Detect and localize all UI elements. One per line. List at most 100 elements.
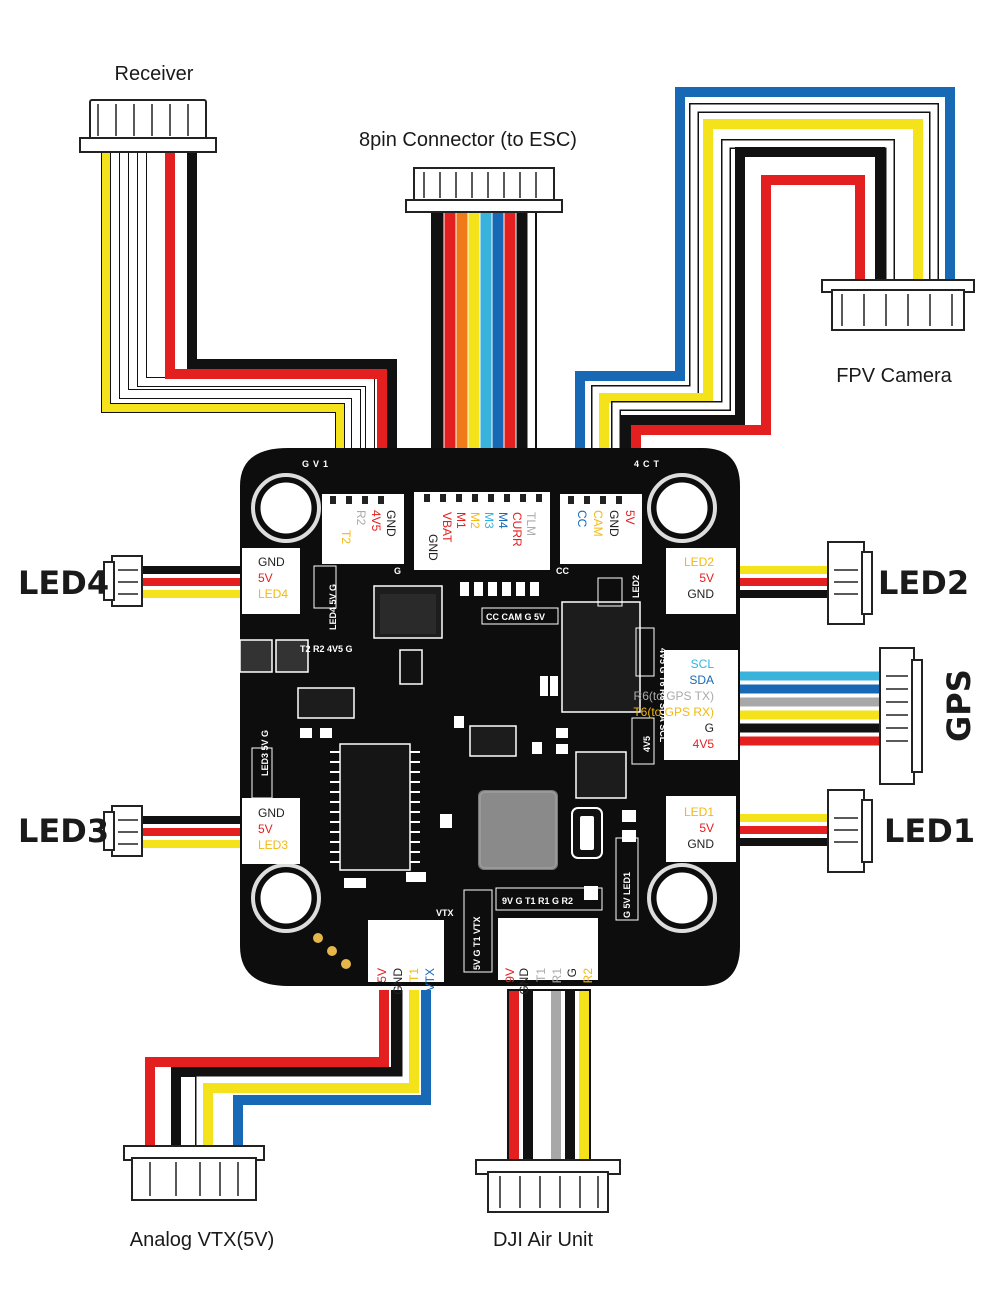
pin-vtx-vtx: VTX (423, 968, 437, 991)
dji-air-unit-label: DJI Air Unit (493, 1229, 593, 1251)
led3-plug (103, 805, 143, 857)
pin-esc-m2: M2 (468, 512, 482, 529)
esc-header (414, 492, 550, 570)
dji-wires (507, 989, 591, 1163)
silk-dji-top: 9V G T1 R1 G R2 (502, 896, 573, 906)
corner-label-tl: GV1 (302, 459, 332, 469)
esc-connector-label: 8pin Connector (to ESC) (359, 129, 577, 151)
dji-plug (475, 1159, 621, 1213)
pin-led2-gnd: GND (687, 587, 714, 601)
vtx-wires (145, 990, 431, 1150)
pin-receiver-gnd: GND (384, 510, 398, 537)
pin-led1-gnd: GND (687, 837, 714, 851)
pin-esc-m3: M3 (482, 512, 496, 529)
gps-plug (879, 647, 923, 785)
led2-label: LED2 (878, 564, 969, 602)
gps-pin-labels: SCL SDA R6(to GPS TX) T6(to GPS RX) G 4V… (633, 657, 714, 751)
flight-controller-board: GV1 4CT (239, 448, 740, 995)
onboard-connectors (242, 492, 738, 982)
wires (101, 87, 955, 1163)
pin-camera-cam: CAM (591, 510, 605, 537)
pin-led1-5v: 5V (699, 821, 714, 835)
receiver-plug (79, 99, 217, 153)
led4-wires (140, 566, 240, 598)
pin-gps-scl: SCL (691, 657, 715, 671)
pin-camera-cc: CC (575, 510, 589, 528)
receiver-wires (101, 150, 397, 490)
led1-pin-labels: LED1 5V GND (684, 805, 714, 851)
pin-gps-sda: SDA (689, 673, 714, 687)
pin-gps-g: G (705, 721, 714, 735)
analog-vtx-label: Analog VTX(5V) (130, 1229, 275, 1251)
dji-pin-labels: 9V GND T1 R1 G R2 (503, 968, 595, 995)
camera-header (560, 494, 642, 564)
esc-wires (431, 209, 537, 489)
silk-g-tag: G (394, 566, 401, 576)
components (239, 565, 655, 973)
pin-led4-gnd: GND (258, 555, 285, 569)
pin-vtx-t1: T1 (407, 968, 421, 982)
pin-led4-5v: 5V (258, 571, 273, 585)
pin-dji-r1: R1 (550, 968, 564, 984)
pin-led4-led4: LED4 (258, 587, 288, 601)
esc-pin-labels: GND VBAT M1 M2 M3 M4 CURR TLM (426, 512, 538, 561)
pin-led3-gnd: GND (258, 806, 285, 820)
vtx-header (368, 920, 444, 982)
vtx-plug (123, 1145, 265, 1201)
mount-hole-tl (257, 479, 315, 537)
mount-hole-tr (653, 479, 711, 537)
pin-led3-led3: LED3 (258, 838, 288, 852)
silk-cam-bottom: CC CAM G 5V (486, 612, 545, 622)
pin-esc-vbat: VBAT (440, 512, 454, 543)
led4-pin-labels: GND 5V LED4 (258, 555, 288, 601)
vtx-pin-labels: 5V GND T1 VTX (375, 968, 437, 995)
receiver-header (322, 494, 404, 564)
led3-wires (140, 816, 240, 848)
led4-header (242, 548, 300, 614)
silk-rx-bottom: T2 R2 4V5 G (300, 644, 353, 654)
led3-label: LED3 (18, 812, 109, 850)
silk-cc-tag: CC (556, 566, 569, 576)
receiver-pin-labels: T2 R2 4V5 GND (339, 510, 398, 544)
pin-dji-r2: R2 (581, 968, 595, 984)
pin-gps-4v5: 4V5 (693, 737, 715, 751)
pin-vtx-gnd: GND (391, 968, 405, 995)
silk-led4-side: LED4 5V G (328, 584, 338, 630)
led2-header (666, 548, 736, 614)
led4-plug (103, 555, 143, 607)
mount-hole-br (653, 869, 711, 927)
camera-pin-labels: CC CAM GND 5V (575, 510, 637, 537)
pin-gps-r6: R6(to GPS TX) (634, 689, 714, 703)
mount-hole-bl (257, 869, 315, 927)
led1-label: LED1 (884, 812, 975, 850)
mount-holes (257, 479, 711, 927)
pin-camera-gnd: GND (607, 510, 621, 537)
pin-esc-gnd: GND (426, 534, 440, 561)
silk-gps-side: 4V5 G T6 R6 SDA SCL (658, 648, 668, 743)
pin-receiver-t2: T2 (339, 530, 353, 544)
led3-pin-labels: GND 5V LED3 (258, 806, 288, 852)
silk-led2-side: LED2 (631, 575, 641, 598)
pin-led2-led2: LED2 (684, 555, 714, 569)
pin-receiver-r2: R2 (354, 510, 368, 526)
led1-header (666, 796, 736, 862)
pin-dji-t1: T1 (534, 968, 548, 982)
gps-label: GPS (940, 669, 978, 742)
pin-esc-tlm: TLM (524, 512, 538, 536)
pin-dji-g: G (565, 968, 579, 977)
led3-header (242, 798, 300, 864)
pin-dji-gnd: GND (517, 968, 531, 995)
camera-wires (575, 87, 955, 490)
pin-esc-m1: M1 (454, 512, 468, 529)
led2-pin-labels: LED2 5V GND (684, 555, 714, 601)
pin-led1-led1: LED1 (684, 805, 714, 819)
silk-vtx-tag: VTX (436, 908, 454, 918)
pin-receiver-4v5: 4V5 (369, 510, 383, 532)
pin-dji-9v: 9V (503, 968, 517, 983)
pin-gps-t6: T6(to GPS RX) (633, 705, 714, 719)
gps-wires (738, 671, 882, 746)
plugs (79, 99, 975, 1213)
silk-vtx-side: 5V G T1 VTX (472, 916, 482, 970)
gps-header (664, 650, 738, 760)
